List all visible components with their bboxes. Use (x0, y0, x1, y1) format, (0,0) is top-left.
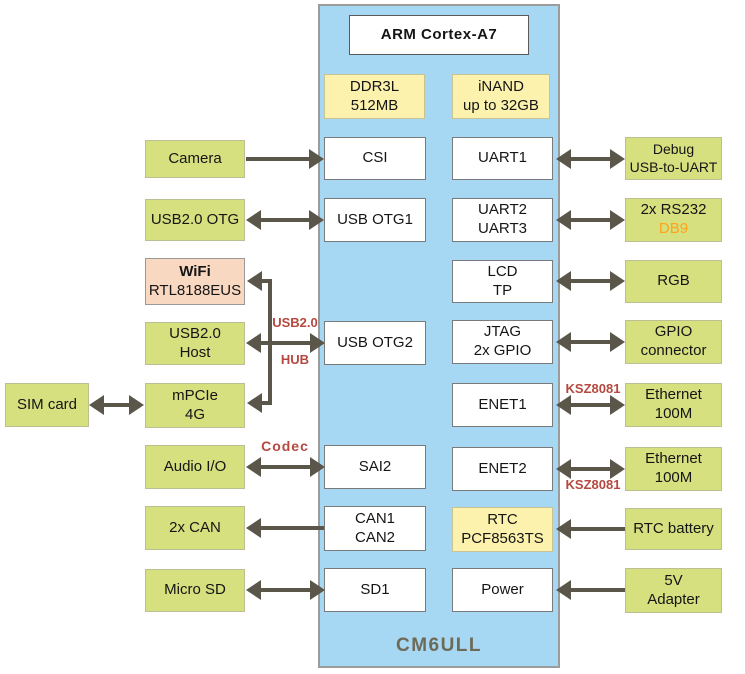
block-rs232: 2x RS232 DB9 (625, 198, 722, 242)
arrow-adapter-to-power (556, 580, 625, 600)
block-camera: Camera (145, 140, 245, 178)
arrow-audio-sai2 (246, 457, 325, 477)
arrow-usbhost-usbotg2 (246, 333, 325, 353)
block-can1-can2: CAN1 CAN2 (324, 506, 426, 551)
rs232-connector-label: DB9 (658, 220, 689, 237)
block-debug-uart: Debug USB-to-UART (625, 137, 722, 180)
arrow-uart23-rs232 (556, 210, 625, 230)
block-enet2: ENET2 (452, 447, 553, 491)
hub-branch-to-mpcie (247, 393, 272, 413)
block-rgb: RGB (625, 260, 722, 303)
block-gpio-connector: GPIO connector (625, 320, 722, 364)
block-ethernet2: Ethernet 100M (625, 447, 722, 491)
arrow-camera-to-csi (246, 149, 324, 169)
block-csi: CSI (324, 137, 426, 180)
module-title: CM6ULL (395, 635, 483, 656)
wifi-title: WiFi (179, 262, 211, 280)
note-codec: Codec (261, 438, 309, 454)
arrow-microsd-sd1 (246, 580, 325, 600)
block-mpcie-4g: mPCIe 4G (145, 383, 245, 428)
note-hub: HUB (280, 352, 310, 367)
block-lcd-tp: LCD TP (452, 260, 553, 303)
wifi-chip: RTL8188EUS (148, 281, 242, 299)
block-audio-io: Audio I/O (145, 445, 245, 489)
block-ddr3l: DDR3L 512MB (324, 74, 425, 119)
note-ksz8081-enet1: KSZ8081 (565, 381, 621, 396)
block-wifi: WiFi RTL8188EUS (145, 258, 245, 305)
arrow-can12-to-2xcan (246, 518, 324, 538)
block-sim-card: SIM card (5, 383, 89, 427)
block-rtc-battery: RTC battery (625, 508, 722, 550)
block-2x-can: 2x CAN (145, 506, 245, 550)
rs232-label: 2x RS232 (640, 201, 707, 219)
hub-branch-vertical-line (268, 279, 272, 405)
block-usb-otg2: USB OTG2 (324, 321, 426, 365)
arrow-jtag-gpio (556, 332, 625, 352)
block-micro-sd: Micro SD (145, 569, 245, 612)
arrow-uart1-debug (556, 149, 625, 169)
block-ethernet1: Ethernet 100M (625, 383, 722, 427)
block-sai2: SAI2 (324, 445, 426, 489)
block-usb20-host: USB2.0 Host (145, 322, 245, 365)
block-5v-adapter: 5V Adapter (625, 568, 722, 613)
note-usb2: USB2.0 (272, 315, 318, 330)
arrow-lcd-rgb (556, 271, 625, 291)
block-sd1: SD1 (324, 568, 426, 612)
block-cpu: ARM Cortex-A7 (349, 15, 529, 55)
arrow-enet1-ethernet (556, 395, 625, 415)
arrow-battery-to-rtc (556, 519, 625, 539)
arrow-simcard-mpcie (89, 395, 144, 415)
block-jtag-gpio: JTAG 2x GPIO (452, 320, 553, 364)
arrow-usbotg-usbotg1 (246, 210, 324, 230)
block-enet1: ENET1 (452, 383, 553, 427)
block-inand: iNAND up to 32GB (452, 74, 550, 119)
note-ksz8081-enet2: KSZ8081 (565, 477, 621, 492)
hub-branch-to-wifi (247, 271, 272, 291)
block-uart2-uart3: UART2 UART3 (452, 198, 553, 242)
block-usb-otg1: USB OTG1 (324, 198, 426, 242)
arrow-enet2-ethernet (556, 459, 625, 479)
block-rtc: RTC PCF8563TS (452, 507, 553, 552)
block-power: Power (452, 568, 553, 612)
block-usb20-otg: USB2.0 OTG (145, 199, 245, 241)
block-uart1: UART1 (452, 137, 553, 180)
